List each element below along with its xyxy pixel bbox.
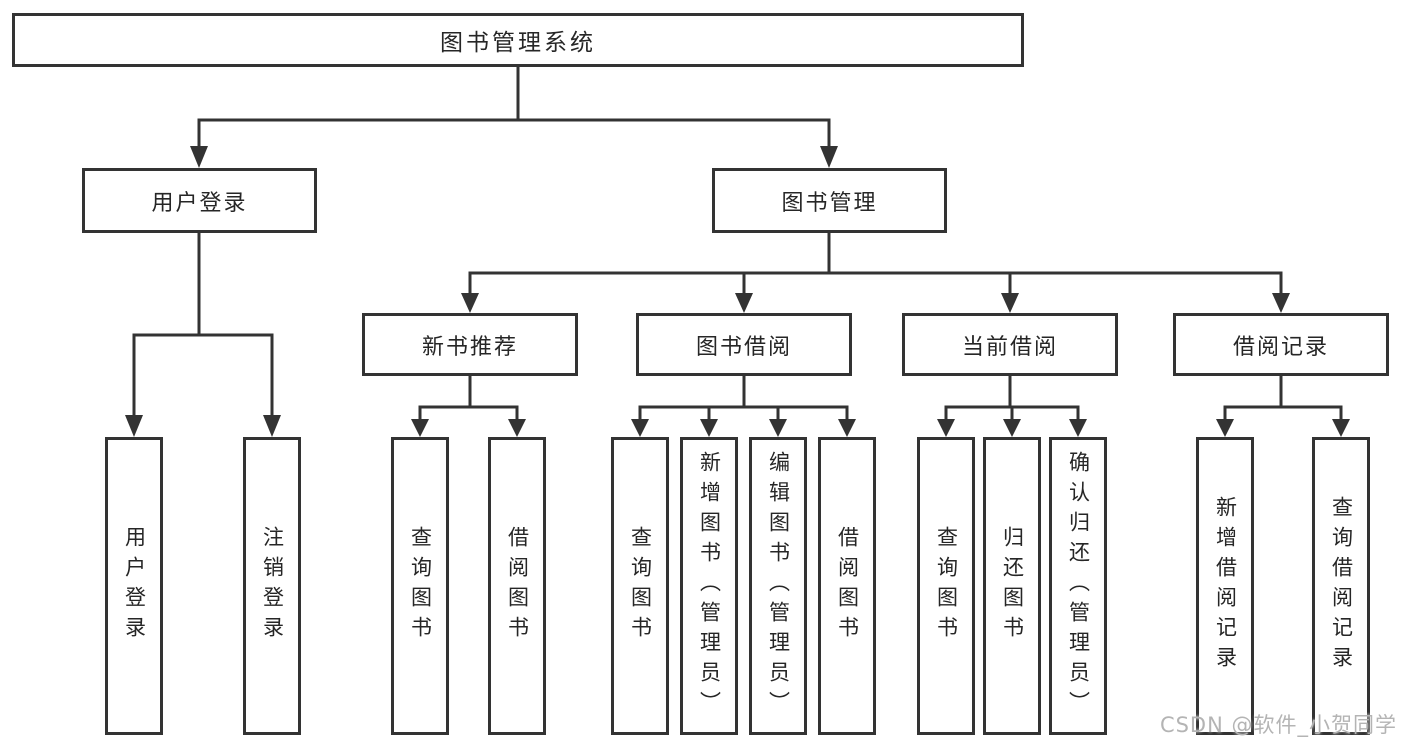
node-book-management: 图书管理 xyxy=(712,168,947,233)
leaf-borrowing-query-books: 查询图书 xyxy=(611,437,669,735)
connector-records-to-leaves xyxy=(1216,374,1350,437)
leaf-label: 借阅图书 xyxy=(505,526,530,646)
connector-new-book-to-leaves xyxy=(411,374,526,437)
leaf-add-books-admin: 新增图书（管理员） xyxy=(680,437,738,735)
leaf-add-borrow-record: 新增借阅记录 xyxy=(1196,437,1254,735)
leaf-label: 查询图书 xyxy=(934,526,959,646)
leaf-logout: 注销登录 xyxy=(243,437,301,735)
connector-current-to-leaves xyxy=(937,374,1087,437)
leaf-label: 归还图书 xyxy=(1000,526,1025,646)
node-new-book-recommend: 新书推荐 xyxy=(362,313,578,376)
csdn-watermark: CSDN @软件_小贺同学 xyxy=(1159,713,1397,737)
leaf-edit-books-admin: 编辑图书（管理员） xyxy=(749,437,807,735)
leaf-label: 新增图书（管理员） xyxy=(697,451,722,721)
node-user-login: 用户登录 xyxy=(82,168,317,233)
leaf-label: 借阅图书 xyxy=(835,526,860,646)
node-label: 借阅记录 xyxy=(1232,334,1329,360)
connector-root-to-level2 xyxy=(190,65,838,168)
leaf-label: 确认归还（管理员） xyxy=(1066,451,1091,721)
node-label: 新书推荐 xyxy=(421,334,518,360)
leaf-newbook-query-books: 查询图书 xyxy=(391,437,449,735)
node-book-borrowing: 图书借阅 xyxy=(636,313,852,376)
node-library-system: 图书管理系统 xyxy=(12,13,1024,67)
leaf-label: 注销登录 xyxy=(260,526,285,646)
node-borrow-records: 借阅记录 xyxy=(1173,313,1389,376)
node-label: 当前借阅 xyxy=(961,334,1058,360)
leaf-label: 用户登录 xyxy=(122,526,147,646)
leaf-user-login: 用户登录 xyxy=(105,437,163,735)
leaf-label: 查询图书 xyxy=(408,526,433,646)
leaf-query-borrow-record: 查询借阅记录 xyxy=(1312,437,1370,735)
connector-borrowing-to-leaves xyxy=(631,374,856,437)
leaf-label: 编辑图书（管理员） xyxy=(766,451,791,721)
node-current-borrowing: 当前借阅 xyxy=(902,313,1118,376)
leaf-borrow-books: 借阅图书 xyxy=(818,437,876,735)
node-label: 图书管理 xyxy=(781,190,878,216)
leaf-current-query-books: 查询图书 xyxy=(917,437,975,735)
leaf-label: 查询图书 xyxy=(628,526,653,646)
node-label: 用户登录 xyxy=(151,190,248,216)
leaf-label: 查询借阅记录 xyxy=(1329,496,1354,676)
node-label: 图书管理系统 xyxy=(440,30,596,56)
leaf-return-books: 归还图书 xyxy=(983,437,1041,735)
connector-user-login-to-leaves xyxy=(125,231,281,437)
leaf-confirm-return-admin: 确认归还（管理员） xyxy=(1049,437,1107,735)
connector-book-mgmt-to-level3 xyxy=(461,231,1290,313)
leaf-label: 新增借阅记录 xyxy=(1213,496,1238,676)
node-label: 图书借阅 xyxy=(695,334,792,360)
leaf-newbook-borrow-books: 借阅图书 xyxy=(488,437,546,735)
